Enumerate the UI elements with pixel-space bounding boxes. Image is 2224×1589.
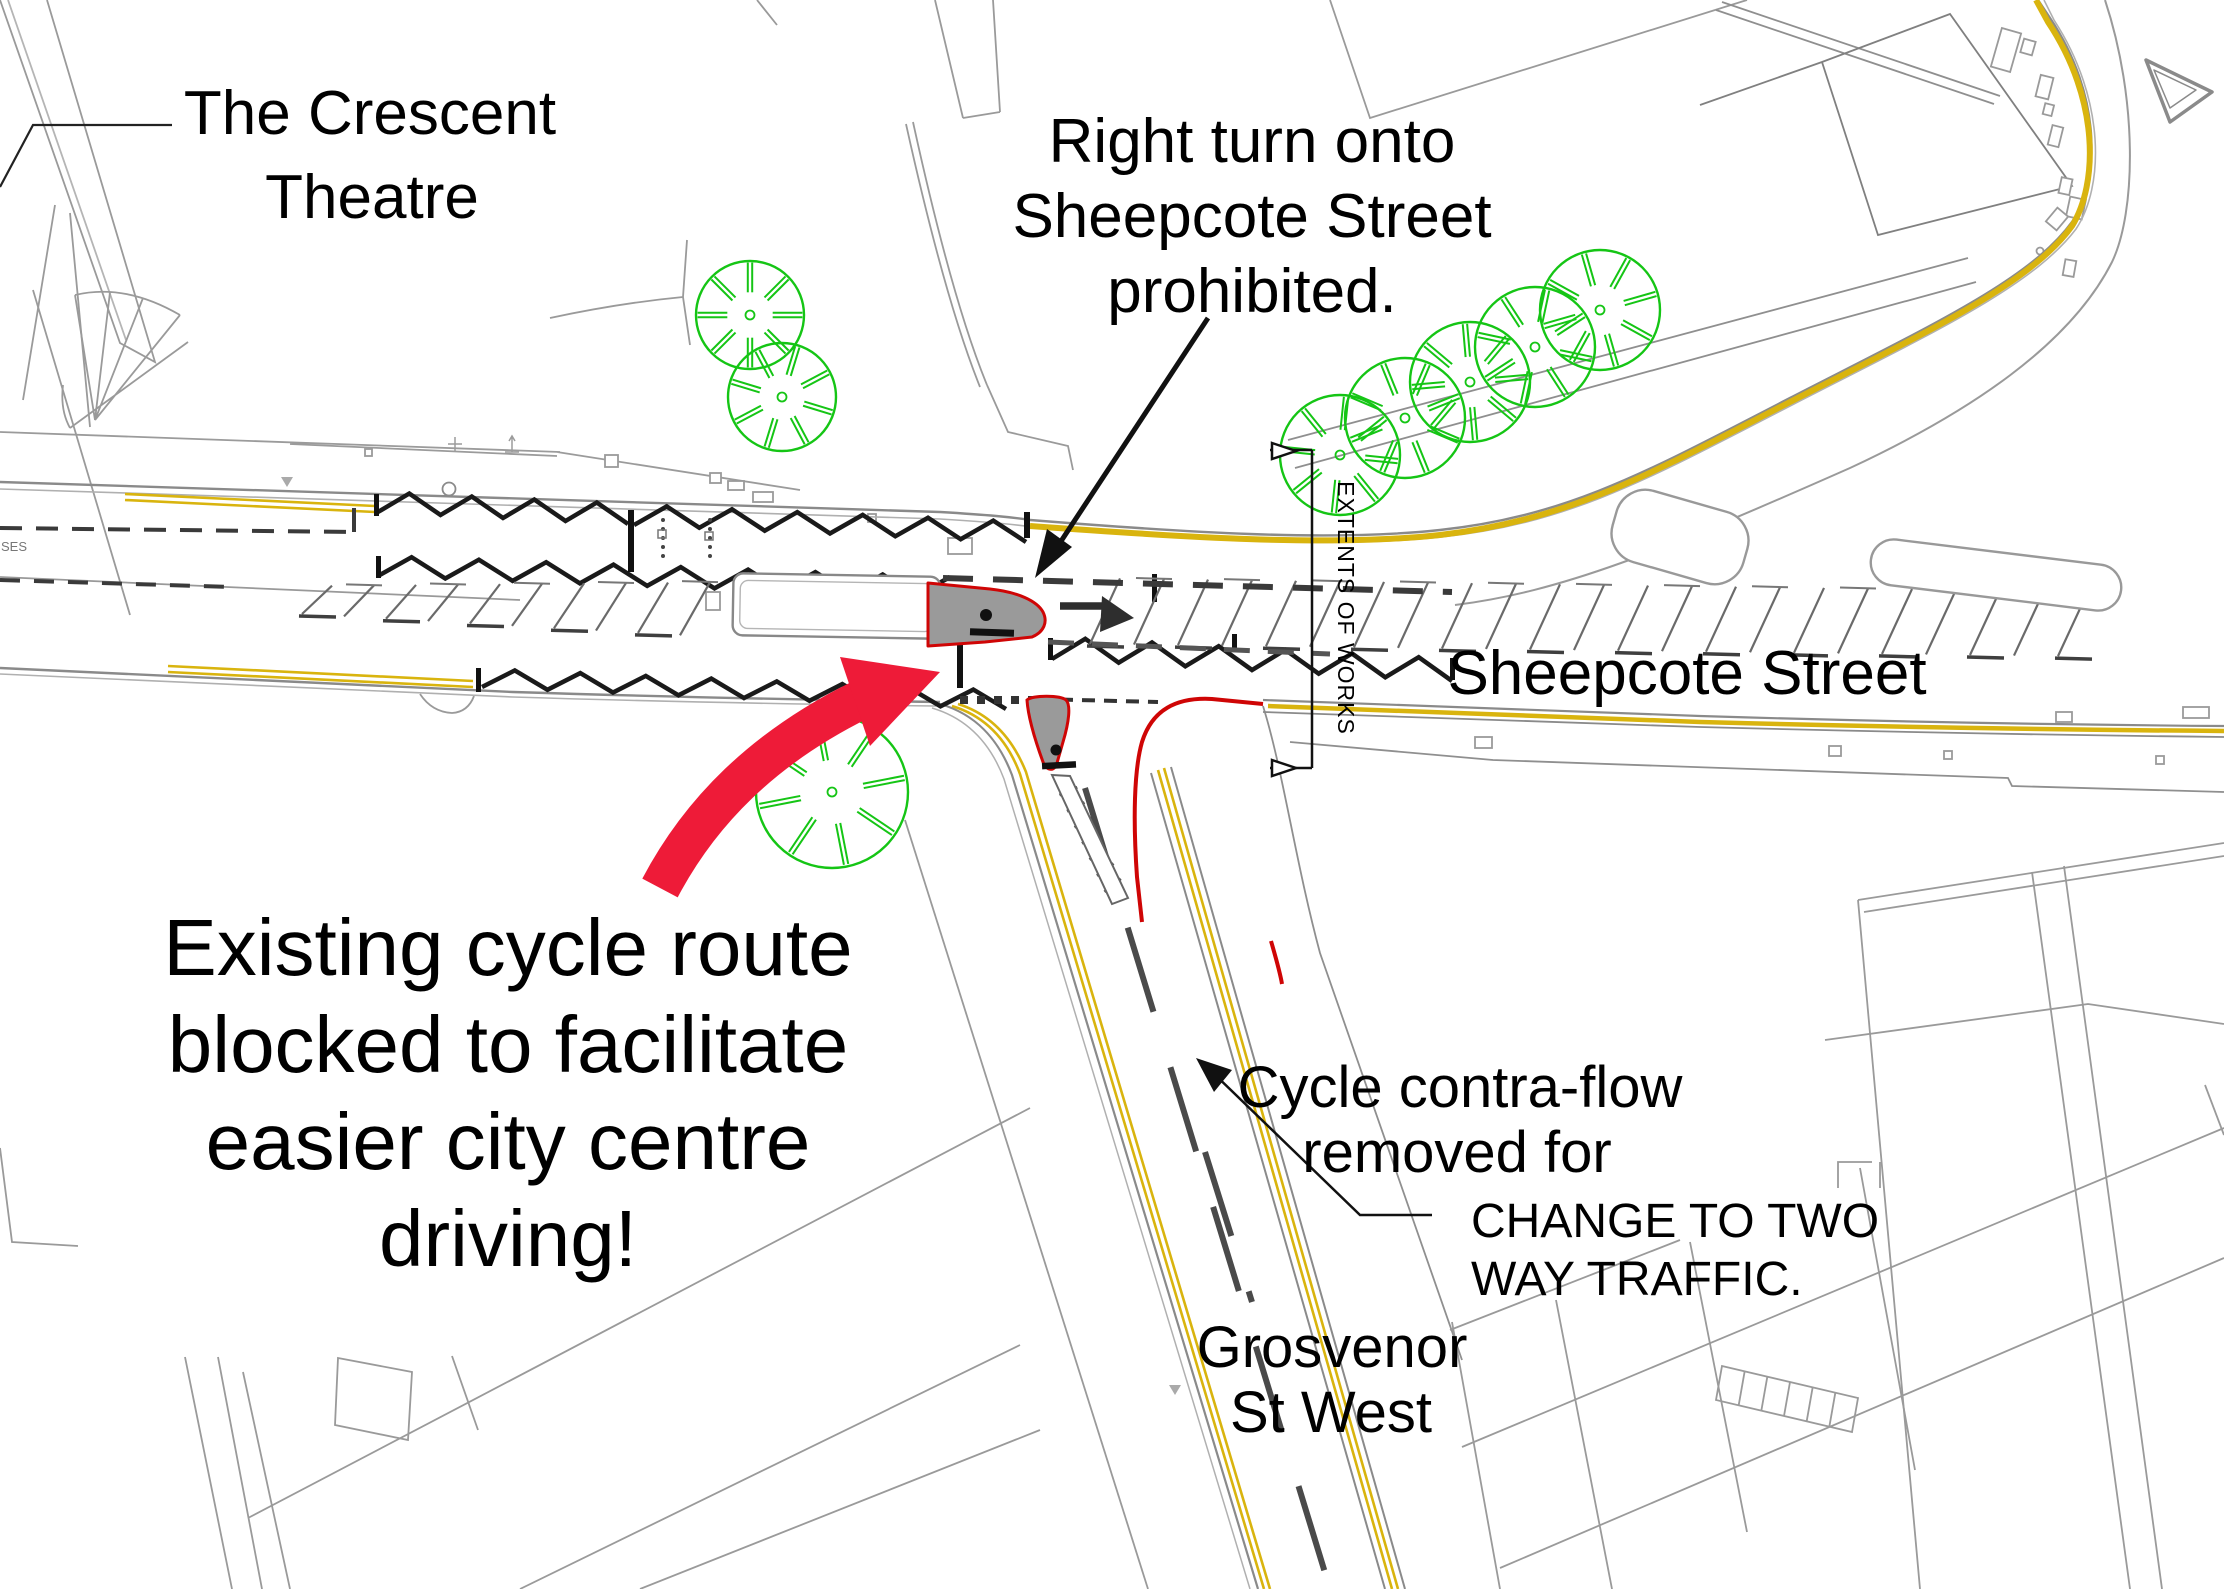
theatre-label: Theatre [265,163,479,232]
red-highlights [642,657,1284,985]
right-turn-note: prohibited. [1107,257,1397,326]
street-furniture [364,26,2210,765]
triangle-island [2144,58,2214,124]
leader-line-fragment [0,123,172,188]
blocked-route-note: Existing cycle route [163,903,852,992]
extents-of-works-marker: EXTENTS OF WORKS [1270,441,1359,778]
leader-arrow-icon [1196,1058,1432,1217]
traffic-islands [731,488,2123,771]
survey-triangle-icon [281,477,1181,1395]
two-way-traffic-note: CHANGE TO TWO [1471,1195,1879,1248]
right-turn-note: Right turn onto [1049,107,1456,176]
grosvenor-centre-line [1082,787,1333,1589]
double-yellow-east-south [1267,703,2224,734]
island-build-out-1 [1610,488,1750,586]
double-yellow-west-north [124,492,376,514]
no-right-turn-lane-dashes [942,575,1453,595]
removed-kerb-red-line [1132,696,1264,923]
leader-arrow-icon [1035,316,1211,578]
contraflow-note: removed for [1302,1120,1611,1185]
blocked-route-note: blocked to facilitate [168,1000,848,1089]
tree-icon [1408,320,1532,444]
double-yellow-curve [1029,0,2093,544]
removed-kerb-red-tick [1269,940,1284,985]
grosvenor-label: Grosvenor [1197,1315,1468,1380]
island-build-out-2 [1869,538,2123,612]
double-yellow-grosvenor-west [951,702,1272,1589]
annotations: The Crescent Theatre Right turn onto She… [0,79,1927,1445]
theatre-label: The Crescent [184,79,556,148]
road-markings [298,490,2093,1427]
blocked-route-note: driving! [379,1194,637,1283]
tree-icon [694,259,806,371]
right-turn-road-arrow-icon [1060,596,1134,632]
blocked-route-note: easier city centre [206,1097,811,1186]
road-markings-static [0,508,1453,1589]
contraflow-note: Cycle contra-flow [1238,1055,1684,1120]
cyclist-symbol [1041,744,1077,770]
teardrop-island [1025,694,1071,771]
red-curved-arrow-icon [642,657,940,898]
right-turn-note: Sheepcote Street [1012,182,1491,251]
extents-of-works-label: EXTENTS OF WORKS [1333,481,1359,735]
two-way-traffic-note: WAY TRAFFIC. [1471,1253,1803,1306]
edge-text-fragment: SES [1,539,27,554]
median-taper-hatch [1050,773,1130,906]
double-yellow-west-south [167,664,474,689]
grosvenor-label: St West [1230,1380,1432,1445]
tree-icon [1343,356,1467,480]
tree-icon [1538,248,1662,372]
double-yellow-grosvenor-east [1156,767,1400,1589]
lamp-column-icon [441,481,457,497]
tree-icon [726,341,838,453]
tree-icons [694,248,1662,870]
cyclist-symbol [969,609,1015,637]
sheepcote-street-label: Sheepcote Street [1447,639,1926,708]
